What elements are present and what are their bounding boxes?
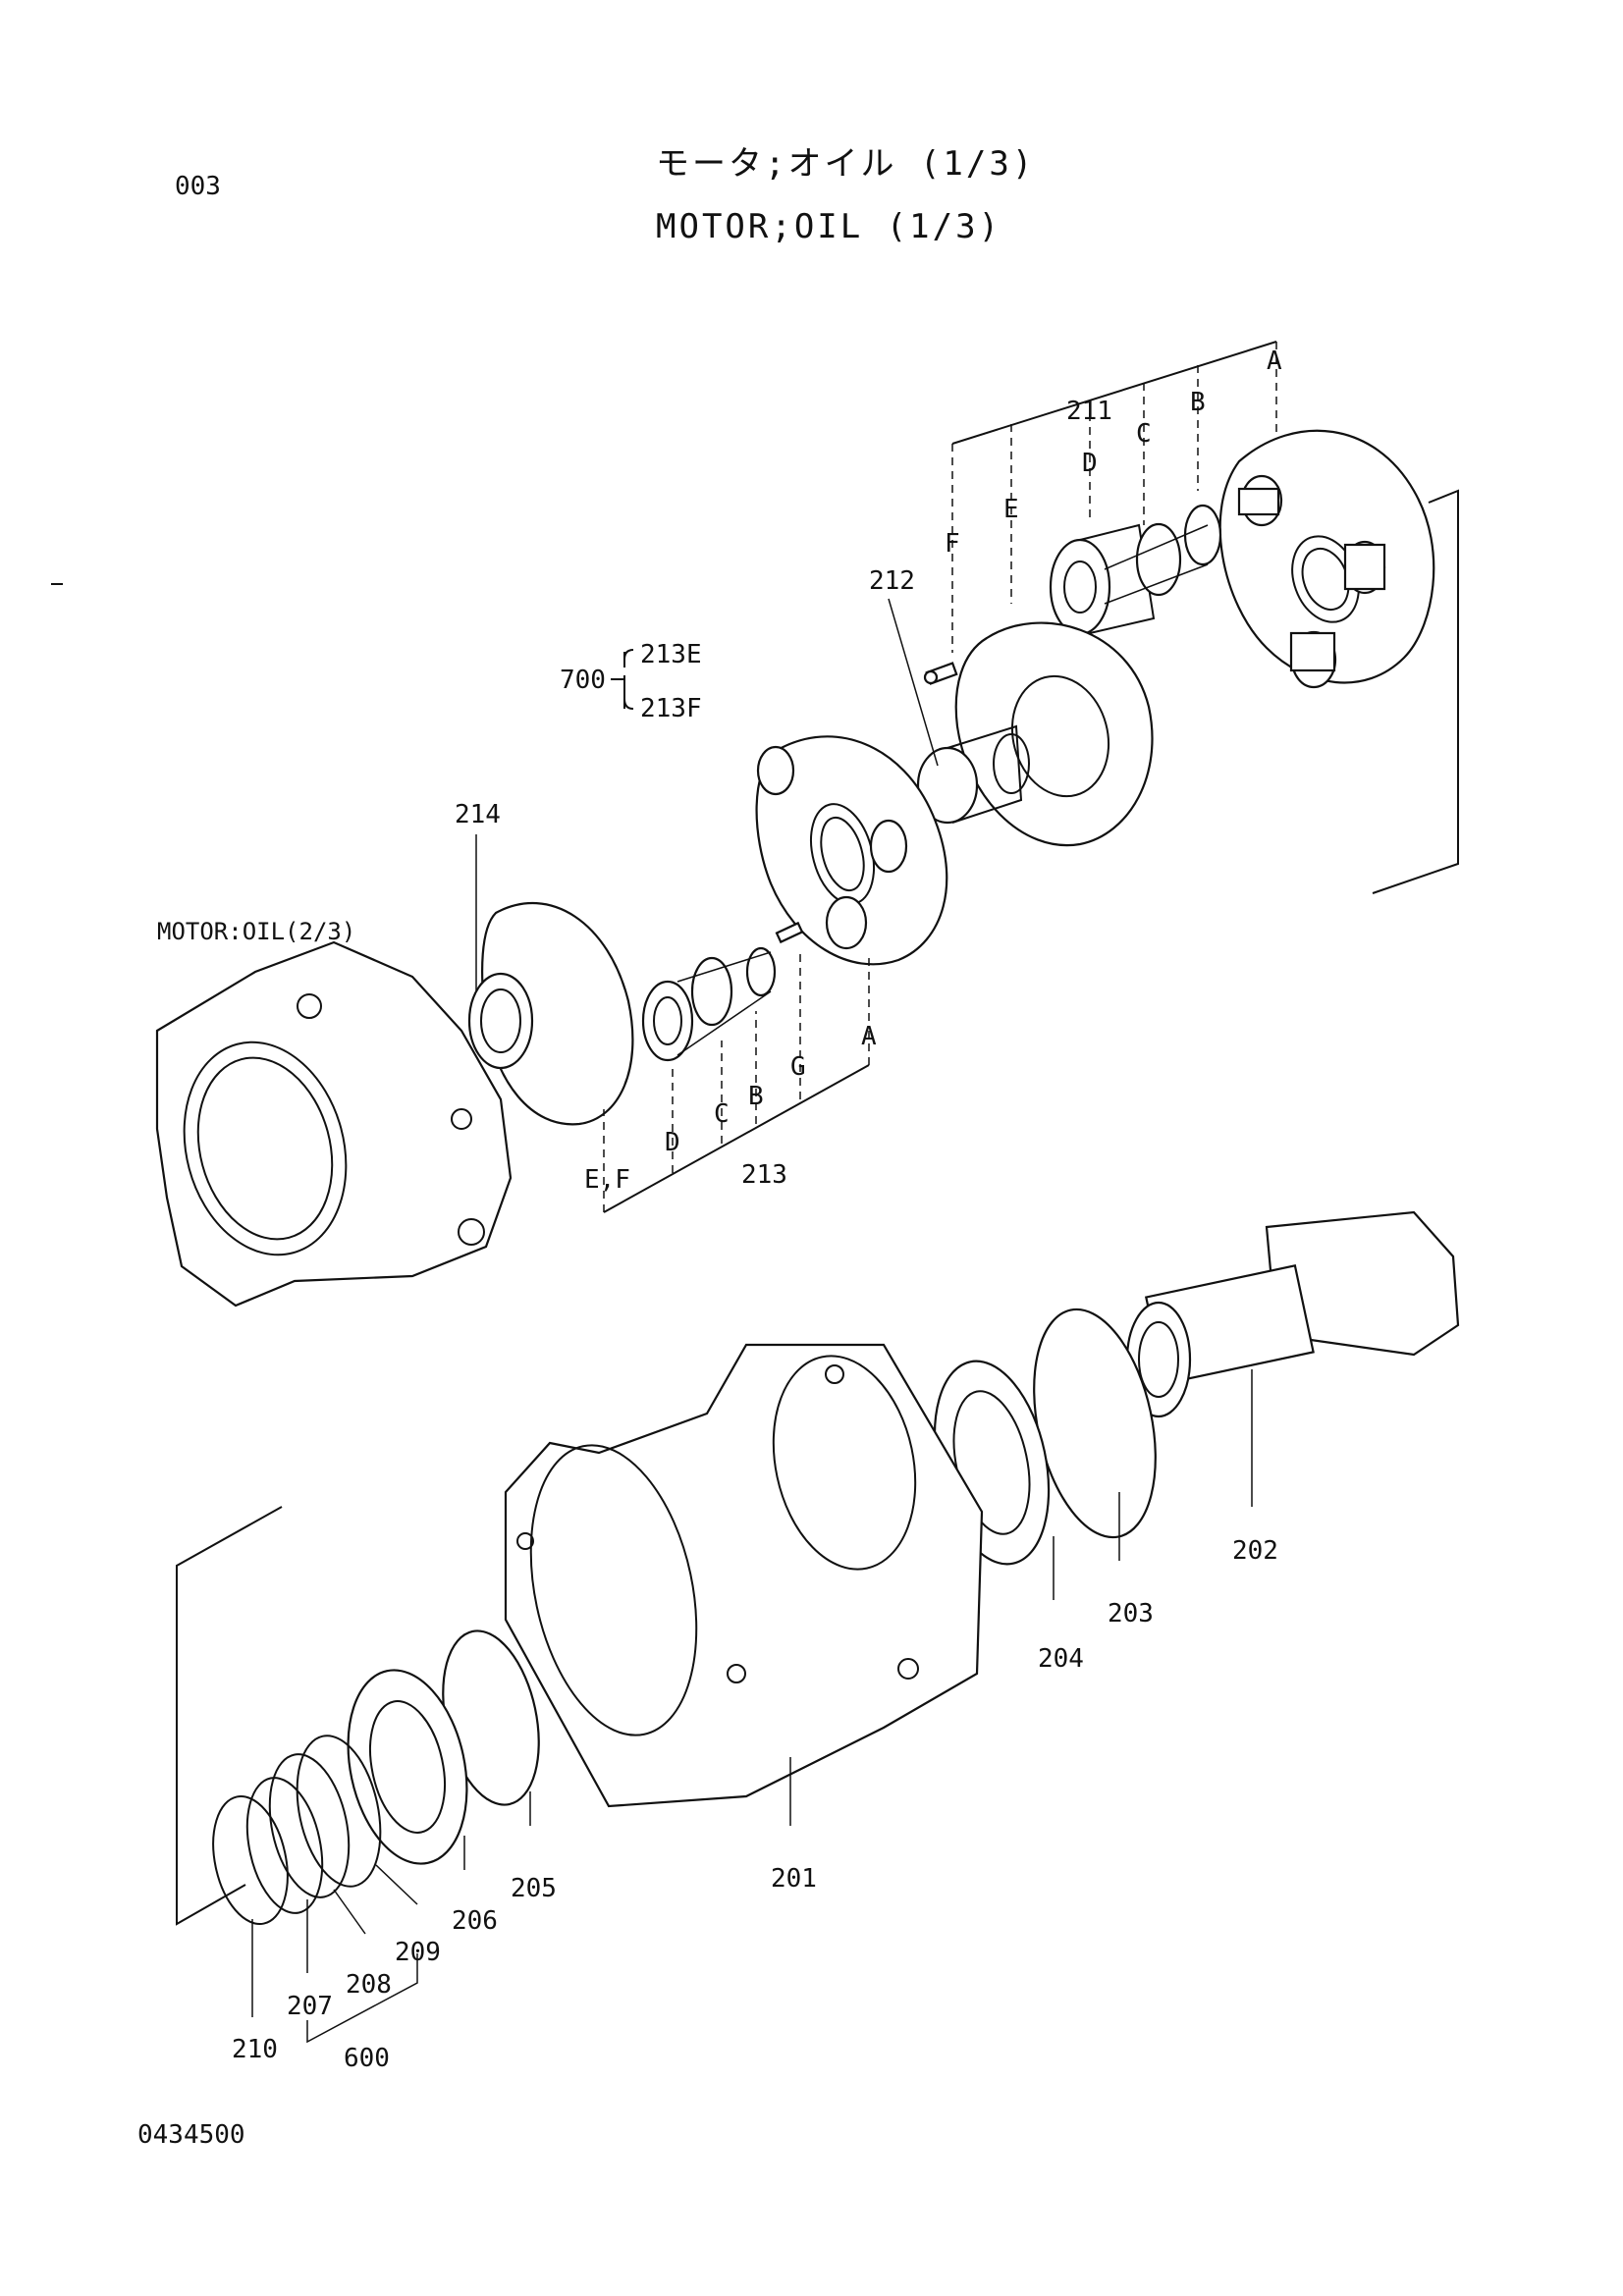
callout-201: 201 [771,1864,817,1894]
callout-202: 202 [1232,1536,1278,1566]
planet-gear-upper [1049,504,1222,636]
callout-212: 212 [869,566,915,596]
screw-f [923,662,958,685]
shim-209 [296,1735,382,1888]
callout-700: 700 [560,666,606,695]
bracket-211 [951,341,1277,653]
planet-carrier-upper [1218,429,1435,689]
title-english: MOTOR;OIL (1/3) [656,207,1001,246]
page-code: 003 [175,172,221,201]
letter-d-mid: D [665,1128,680,1157]
letter-e-top: E [1003,495,1019,524]
reference-motor-oil-2-3: MOTOR:OIL(2/3) [157,918,355,945]
callout-213: 213 [741,1160,787,1190]
letter-c-mid: C [714,1099,730,1129]
letter-d-top: D [1082,449,1098,478]
callout-208: 208 [346,1970,392,2000]
leader-lines [251,598,1253,2044]
letter-f-top: F [945,529,960,559]
gear-213 [641,946,777,1062]
callout-213e: 213E [640,640,702,669]
shim-208 [268,1753,351,1898]
bracket-right [1372,489,1459,894]
sun-gear-212 [916,724,1030,825]
footer-code: 0434500 [137,2120,245,2150]
callout-209: 209 [395,1938,441,1967]
bearing-206 [347,1669,468,1865]
letter-a-top: A [1267,347,1282,376]
callout-206: 206 [452,1906,498,1936]
thrust-plate [954,621,1154,847]
pin-g [775,921,804,944]
ring-plate-214 [467,902,634,1126]
callout-207: 207 [287,1992,333,2021]
letter-b-top: B [1190,388,1206,417]
bracket-700 [611,649,634,710]
snap-ring-210 [212,1795,289,1925]
callout-203: 203 [1108,1599,1154,1629]
motor-housing-ref [155,940,513,1308]
callout-210: 210 [232,2035,278,2064]
callout-211: 211 [1066,397,1112,426]
letter-ef-mid: E,F [584,1165,630,1195]
callout-204: 204 [1038,1644,1084,1674]
letter-c-top: C [1136,419,1152,449]
planet-carrier-lower [755,735,948,966]
output-shaft-202 [1125,1210,1460,1418]
title-japanese: モータ;オイル (1/3) [656,144,1035,184]
bracket-left [176,1506,283,1926]
letter-a-mid: A [861,1022,877,1051]
main-case-201 [504,1343,984,1808]
letter-g-mid: G [790,1052,806,1082]
bracket-213 [603,952,870,1213]
callout-213f: 213F [640,694,702,723]
shim-207 [245,1777,324,1914]
callout-205: 205 [511,1874,557,1903]
letter-b-mid: B [748,1082,764,1111]
callout-600: 600 [344,2044,390,2073]
callout-214: 214 [455,800,501,829]
